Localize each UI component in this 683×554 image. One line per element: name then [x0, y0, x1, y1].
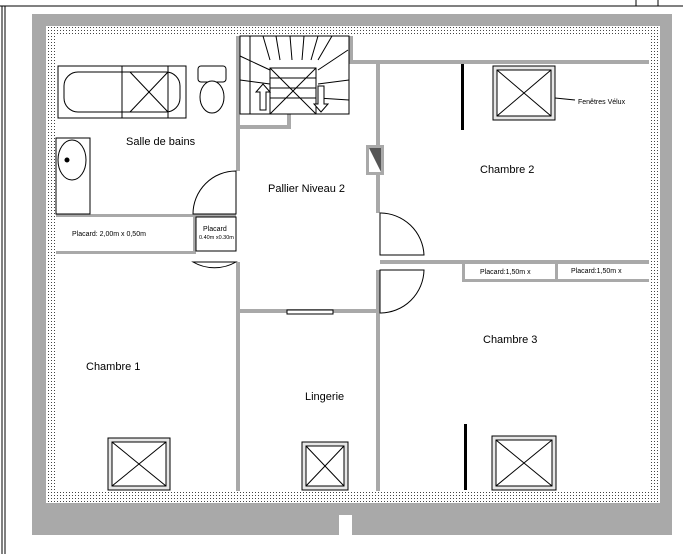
ch2-door: [379, 212, 425, 256]
lingerie-door: [286, 309, 334, 315]
doors: [191, 170, 425, 315]
bedroom3-label: Chambre 3: [483, 334, 537, 346]
bathroom-label: Salle de bains: [126, 136, 196, 148]
velux-ch2: [492, 65, 556, 121]
sink: [55, 137, 91, 215]
velux-ch3: [491, 435, 557, 491]
velux-ch1: [107, 437, 171, 491]
skylights: [107, 65, 557, 491]
ch3-door: [379, 269, 425, 314]
velux-annotation: Fenêtres Vélux: [578, 99, 626, 106]
ch2-closet-left-label: Placard:1,50m x: [480, 269, 531, 276]
linen-label: Lingerie: [305, 391, 344, 403]
velux-leader: [554, 97, 576, 101]
partitions: [461, 64, 467, 490]
duct-triangle: [366, 145, 384, 175]
ch1-door: [191, 261, 238, 269]
small-closet-label-1: Placard: [203, 226, 227, 233]
bedroom1-label: Chambre 1: [86, 361, 140, 373]
stair-up-arrow-icon: [254, 83, 272, 111]
small-closet-label-2: 0.40m x0.30m: [199, 235, 234, 241]
small-closet: [195, 216, 237, 252]
landing-label: Pallier Niveau 2: [268, 183, 345, 195]
velux-lingerie: [301, 441, 349, 491]
bedroom2-label: Chambre 2: [480, 164, 534, 176]
staircase: [239, 35, 350, 115]
bathtub: [57, 65, 187, 119]
interior-walls: [56, 36, 649, 491]
bath-door: [192, 170, 237, 215]
ch2-closet-right-label: Placard:1,50m x: [571, 268, 622, 275]
toilet: [197, 65, 227, 114]
stair-down-arrow-icon: [312, 85, 330, 113]
bath-closet-label: Placard: 2,00m x 0,50m: [72, 231, 146, 238]
